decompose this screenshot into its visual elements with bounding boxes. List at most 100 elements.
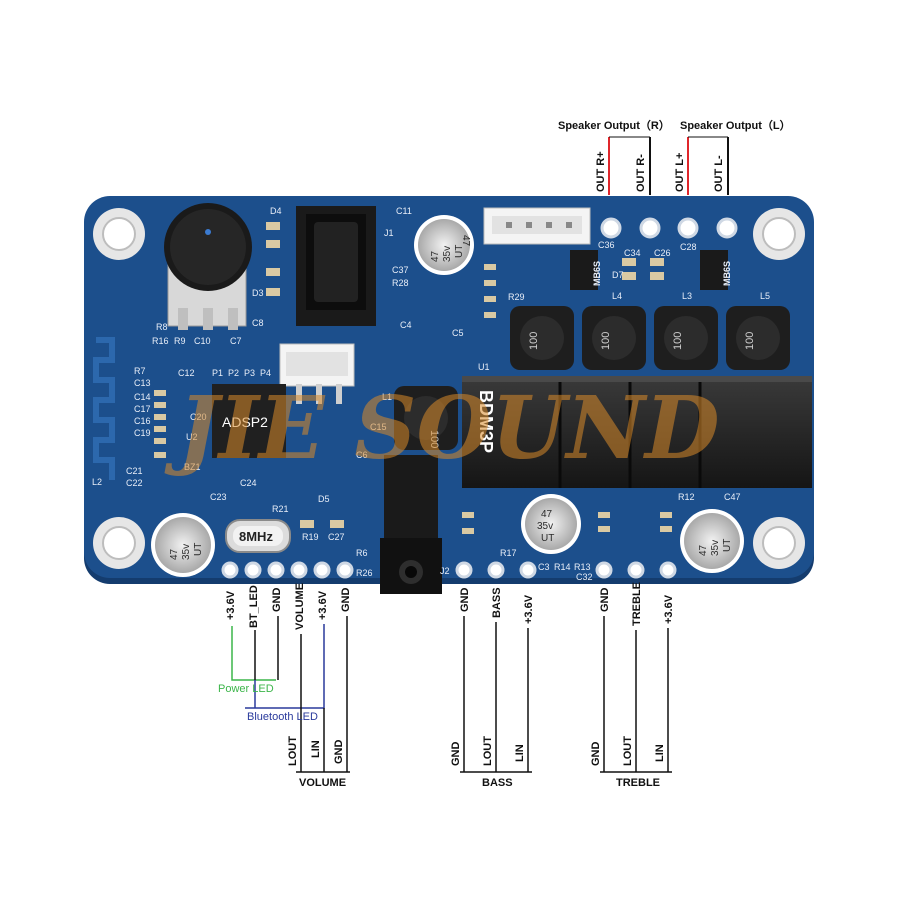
model-label: BDM3P bbox=[476, 390, 496, 453]
bass-wires bbox=[460, 616, 532, 773]
speaker-output-section: Speaker Output（R） Speaker Output（L） OUT … bbox=[558, 119, 791, 195]
bridge-right-mark: MB6S bbox=[722, 261, 732, 286]
svg-text:J2: J2 bbox=[440, 566, 450, 576]
svg-text:L1: L1 bbox=[382, 392, 392, 402]
svg-text:8MHz: 8MHz bbox=[239, 529, 273, 544]
svg-text:R17: R17 bbox=[500, 548, 517, 558]
volume-pot-group: LOUT LIN GND VOLUME bbox=[287, 736, 346, 789]
heatsink: BDM3P bbox=[462, 376, 812, 488]
svg-text:D5: D5 bbox=[318, 494, 330, 504]
svg-text:P2: P2 bbox=[228, 368, 239, 378]
svg-text:GND: GND bbox=[271, 588, 283, 613]
inductor-l3b-mark: 100 bbox=[672, 332, 684, 350]
speaker-output-pads bbox=[600, 217, 738, 239]
svg-text:GND: GND bbox=[599, 588, 611, 613]
svg-text:C19: C19 bbox=[134, 428, 151, 438]
inductor-l1-mark: 100 bbox=[428, 430, 440, 448]
svg-text:C32: C32 bbox=[576, 572, 593, 582]
svg-text:C13: C13 bbox=[134, 378, 151, 388]
audio-jack bbox=[380, 455, 442, 594]
cap-left-voltage: 35v bbox=[181, 544, 192, 560]
svg-text:GND: GND bbox=[340, 588, 352, 613]
capacitor-c11: 47 bbox=[414, 215, 474, 275]
svg-text:GND: GND bbox=[333, 740, 345, 765]
pin-out-r-minus: OUT R- bbox=[635, 154, 647, 192]
inductor-l5-mark: 100 bbox=[744, 332, 756, 350]
svg-text:R6: R6 bbox=[356, 548, 368, 558]
svg-text:+3.6V: +3.6V bbox=[317, 590, 329, 620]
svg-text:D7: D7 bbox=[612, 270, 624, 280]
volume-potentiometer bbox=[164, 203, 252, 330]
svg-text:R14: R14 bbox=[554, 562, 571, 572]
svg-text:C28: C28 bbox=[680, 242, 697, 252]
treble-pot-group: GND LOUT LIN TREBLE bbox=[590, 736, 666, 789]
inductors bbox=[394, 306, 790, 450]
smd-parts bbox=[154, 222, 672, 534]
volume-group-title: VOLUME bbox=[299, 777, 346, 789]
svg-text:P1: P1 bbox=[212, 368, 223, 378]
svg-text:L3: L3 bbox=[682, 291, 692, 301]
svg-text:LIN: LIN bbox=[310, 740, 322, 758]
cap-center-series: UT bbox=[541, 533, 554, 544]
svg-text:GND: GND bbox=[459, 588, 471, 613]
svg-text:GND: GND bbox=[590, 742, 602, 767]
cap-c11-series: UT bbox=[454, 245, 465, 258]
svg-text:LOUT: LOUT bbox=[482, 736, 494, 766]
speaker-output-right-title: Speaker Output（R） bbox=[558, 119, 670, 132]
svg-text:C36: C36 bbox=[598, 240, 615, 250]
svg-text:U2: U2 bbox=[186, 432, 198, 442]
inductor-l4-mark: 100 bbox=[528, 332, 540, 350]
cap-center-value: 47 bbox=[541, 509, 553, 520]
svg-text:L4: L4 bbox=[612, 291, 622, 301]
svg-text:C15: C15 bbox=[370, 422, 387, 432]
svg-text:C10: C10 bbox=[194, 336, 211, 346]
svg-text:R21: R21 bbox=[272, 504, 289, 514]
cap-c11-voltage: 35v bbox=[442, 246, 453, 262]
svg-text:C34: C34 bbox=[624, 248, 641, 258]
svg-text:TREBLE: TREBLE bbox=[631, 582, 643, 626]
treble-header-labels: GND TREBLE +3.6V bbox=[599, 582, 675, 626]
antenna-trace bbox=[93, 337, 115, 480]
svg-text:C8: C8 bbox=[252, 318, 264, 328]
svg-text:D3: D3 bbox=[252, 288, 264, 298]
svg-text:R26: R26 bbox=[356, 568, 373, 578]
ref-labels: D4 J1 C11 C37 R28 D3 R8 C8 R16 R9 C10 C7… bbox=[126, 206, 770, 582]
left-header-labels: +3.6V BT_LED GND VOLUME +3.6V GND bbox=[225, 583, 352, 630]
svg-text:BASS: BASS bbox=[491, 587, 503, 618]
cap-right-value: 47 bbox=[698, 544, 709, 556]
svg-text:C7: C7 bbox=[230, 336, 242, 346]
pin-out-l-plus: OUT L+ bbox=[674, 153, 686, 192]
svg-text:D4: D4 bbox=[270, 206, 282, 216]
bass-pot-group: GND LOUT LIN BASS bbox=[450, 736, 526, 789]
adsp2-chip: ADSP2 bbox=[212, 384, 286, 458]
svg-text:C24: C24 bbox=[240, 478, 257, 488]
treble-group-title: TREBLE bbox=[616, 777, 660, 789]
svg-text:C17: C17 bbox=[134, 404, 151, 414]
svg-text:LIN: LIN bbox=[514, 744, 526, 762]
header-pads bbox=[221, 561, 677, 579]
svg-text:C27: C27 bbox=[328, 532, 345, 542]
svg-text:LOUT: LOUT bbox=[622, 736, 634, 766]
svg-text:C23: C23 bbox=[210, 492, 227, 502]
bass-group-title: BASS bbox=[482, 777, 513, 789]
svg-text:R12: R12 bbox=[678, 492, 695, 502]
svg-text:LIN: LIN bbox=[654, 744, 666, 762]
ref-l2: L2 bbox=[92, 477, 102, 487]
crystal-8mhz: 8MHz bbox=[225, 519, 291, 553]
svg-text:GND: GND bbox=[450, 742, 462, 767]
svg-text:C11: C11 bbox=[396, 206, 412, 216]
svg-text:C6: C6 bbox=[356, 450, 368, 460]
inductor-l3-mark: 100 bbox=[600, 332, 612, 350]
svg-text:C12: C12 bbox=[178, 368, 195, 378]
svg-text:+3.6V: +3.6V bbox=[523, 594, 535, 624]
svg-text:C26: C26 bbox=[654, 248, 671, 258]
svg-text:LOUT: LOUT bbox=[287, 736, 299, 766]
cap-c11-value: 47 bbox=[430, 250, 441, 262]
cap-center-voltage: 35v bbox=[537, 521, 553, 532]
svg-text:J1: J1 bbox=[384, 228, 394, 238]
pin-out-r-plus: OUT R+ bbox=[595, 151, 607, 192]
svg-text:R9: R9 bbox=[174, 336, 186, 346]
speaker-output-left-title: Speaker Output（L） bbox=[680, 119, 791, 132]
svg-text:R7: R7 bbox=[134, 366, 146, 376]
